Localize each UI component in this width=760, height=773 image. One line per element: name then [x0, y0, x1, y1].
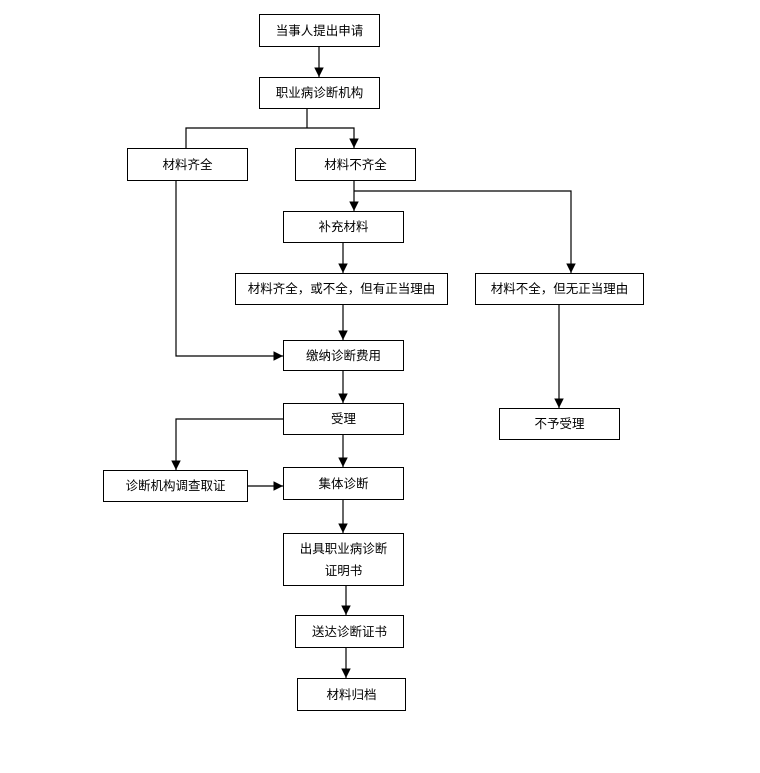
arrow-incomplete-to-no-reason [354, 190, 576, 273]
node-institution-label: 职业病诊断机构 [275, 85, 364, 100]
node-archive-label: 材料归档 [326, 686, 377, 702]
node-no-reason: 材料不全，但无正当理由 [475, 273, 644, 305]
node-reject-label: 不予受理 [534, 416, 585, 431]
node-deliver-certificate: 送达诊断证书 [295, 615, 404, 648]
node-incomplete-label: 材料不齐全 [324, 156, 387, 172]
node-pay-fee-label: 缴纳诊断费用 [305, 347, 381, 363]
node-supplement-label: 补充材料 [318, 219, 369, 234]
node-no-reason-label: 材料不全，但无正当理由 [490, 281, 629, 296]
node-accept-label: 受理 [330, 411, 356, 426]
node-apply: 当事人提出申请 [259, 14, 380, 47]
node-collective-diagnosis-label: 集体诊断 [318, 475, 369, 491]
node-complete: 材料齐全 [127, 148, 248, 181]
node-issue-certificate: 出具职业病诊断 证明书 [283, 533, 404, 586]
node-reject: 不予受理 [499, 408, 620, 440]
arrow-institution-to-branches [185, 109, 354, 148]
node-investigate-label: 诊断机构调查取证 [125, 478, 226, 493]
node-archive: 材料归档 [297, 678, 406, 711]
node-apply-label: 当事人提出申请 [275, 22, 364, 38]
node-deliver-certificate-label: 送达诊断证书 [311, 623, 387, 639]
node-complete-or-reasonable: 材料齐全，或不全，但有正当理由 [235, 273, 448, 305]
node-pay-fee: 缴纳诊断费用 [283, 340, 404, 371]
node-accept: 受理 [283, 403, 404, 435]
node-complete-label: 材料齐全 [162, 156, 213, 172]
node-collective-diagnosis: 集体诊断 [283, 467, 404, 500]
arrow-accept-to-investigate [171, 418, 283, 470]
node-issue-certificate-label: 出具职业病诊断 证明书 [299, 540, 388, 578]
node-investigate: 诊断机构调查取证 [103, 470, 248, 502]
node-institution: 职业病诊断机构 [259, 77, 380, 109]
node-supplement: 补充材料 [283, 211, 404, 243]
node-incomplete: 材料不齐全 [295, 148, 416, 181]
node-complete-or-reasonable-label: 材料齐全，或不全，但有正当理由 [247, 281, 436, 296]
arrow-complete-to-fee [175, 181, 283, 361]
